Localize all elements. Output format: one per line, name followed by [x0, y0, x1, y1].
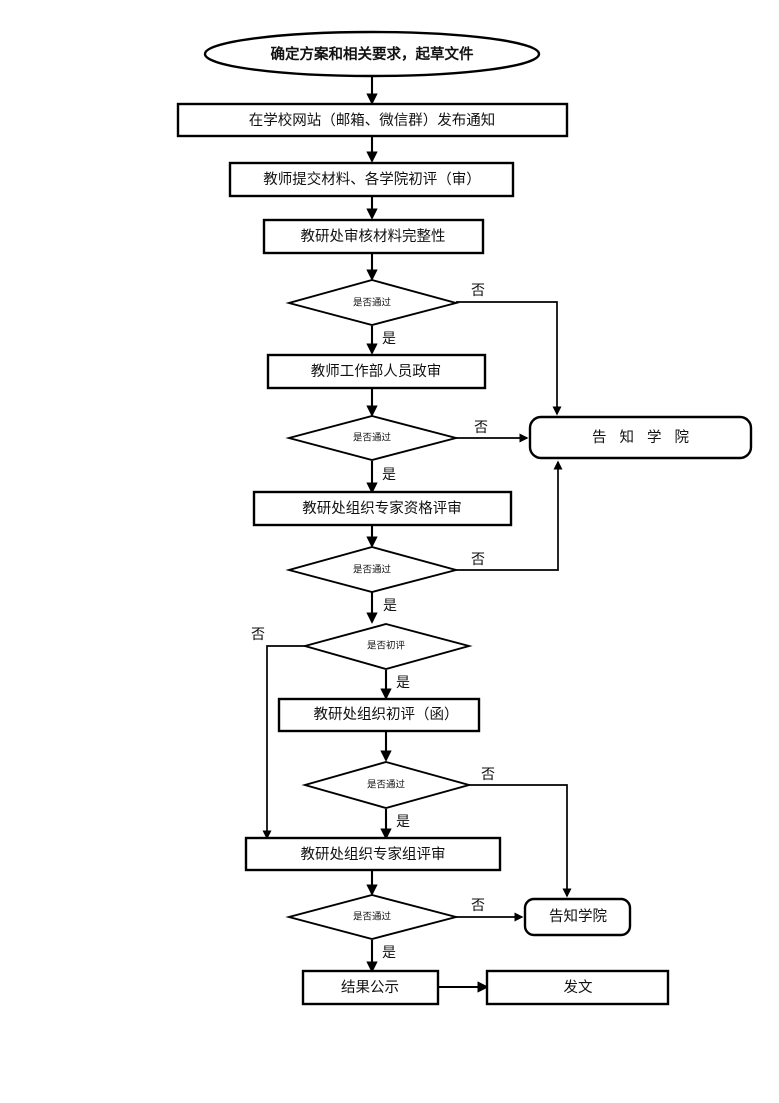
- connector-d1-no-to-notify: [456, 301, 562, 416]
- node-check-completeness[interactable]: 教研处审核材料完整性: [262, 218, 485, 255]
- branch-label-d1-yes: 是: [382, 331, 396, 347]
- node-publish-notice[interactable]: 在学校网站（邮箱、微信群）发布通知: [176, 102, 569, 138]
- branch-label-d6-no: 否: [471, 898, 485, 914]
- decision-d3-label: 是否通过: [353, 564, 392, 576]
- node-organize-preliminary[interactable]: 教研处组织初评（函）: [277, 697, 481, 733]
- node-submit-materials[interactable]: 教师提交材料、各学院初评（审）: [228, 161, 515, 198]
- branch-label-d4-no: 否: [251, 627, 265, 643]
- node-check-completeness-label: 教研处审核材料完整性: [301, 228, 446, 245]
- branch-label-d3-yes: 是: [383, 598, 397, 614]
- decision-d5[interactable]: 是否通过: [301, 761, 473, 809]
- branch-label-d4-yes: 是: [396, 675, 410, 691]
- node-submit-materials-label: 教师提交材料、各学院初评（审）: [263, 170, 481, 188]
- node-expert-qualification[interactable]: 教研处组织专家资格评审: [252, 490, 513, 527]
- node-notify-college-main-label: 告知学院: [592, 429, 702, 446]
- branch-label-d5-yes: 是: [396, 814, 410, 830]
- decision-d1-label: 是否通过: [353, 297, 392, 309]
- node-notify-college-main[interactable]: 告知学院: [528, 415, 753, 460]
- node-political-review[interactable]: 教师工作部人员政审: [266, 353, 487, 390]
- node-political-review-label: 教师工作部人员政审: [311, 363, 442, 380]
- decision-d6-label: 是否通过: [353, 911, 392, 923]
- node-expert-group-review[interactable]: 教研处组织专家组评审: [244, 836, 502, 872]
- node-notify-college-small-label: 告知学院: [549, 908, 607, 925]
- decision-d1[interactable]: 是否通过: [285, 279, 460, 326]
- node-publicize-result[interactable]: 结果公示: [301, 969, 440, 1006]
- node-expert-group-review-label: 教研处组织专家组评审: [301, 846, 446, 863]
- branch-label-d1-no: 否: [471, 283, 485, 299]
- node-organize-preliminary-label: 教研处组织初评（函）: [314, 706, 459, 723]
- decision-d4[interactable]: 是否初评: [301, 623, 473, 670]
- connector-d4-no-to-expert-group: [262, 645, 305, 840]
- node-issue-document[interactable]: 发文: [485, 969, 670, 1006]
- branch-label-d6-yes: 是: [382, 945, 396, 961]
- decision-d4-label: 是否初评: [367, 640, 406, 652]
- node-publish-notice-label: 在学校网站（邮箱、微信群）发布通知: [249, 112, 496, 129]
- node-start[interactable]: 确定方案和相关要求，起草文件: [203, 30, 541, 78]
- connector-d5-no-to-notify-small: [469, 784, 572, 898]
- node-issue-document-label: 发文: [564, 979, 593, 996]
- decision-d5-label: 是否通过: [367, 779, 406, 791]
- decision-d2[interactable]: 是否通过: [285, 415, 460, 461]
- node-start-label: 确定方案和相关要求，起草文件: [271, 45, 474, 63]
- decision-d2-label: 是否通过: [353, 432, 392, 444]
- connector-d3-no-to-notify: [456, 460, 563, 571]
- node-expert-qualification-label: 教研处组织专家资格评审: [302, 500, 462, 517]
- node-publicize-result-label: 结果公示: [341, 979, 399, 996]
- branch-label-d2-yes: 是: [382, 467, 396, 483]
- branch-label-d2-no: 否: [474, 420, 488, 436]
- node-notify-college-small[interactable]: 告知学院: [523, 897, 632, 937]
- branch-label-d5-no: 否: [481, 767, 495, 783]
- decision-d3[interactable]: 是否通过: [285, 546, 460, 593]
- branch-label-d3-no: 否: [471, 552, 485, 568]
- decision-d6[interactable]: 是否通过: [285, 894, 460, 940]
